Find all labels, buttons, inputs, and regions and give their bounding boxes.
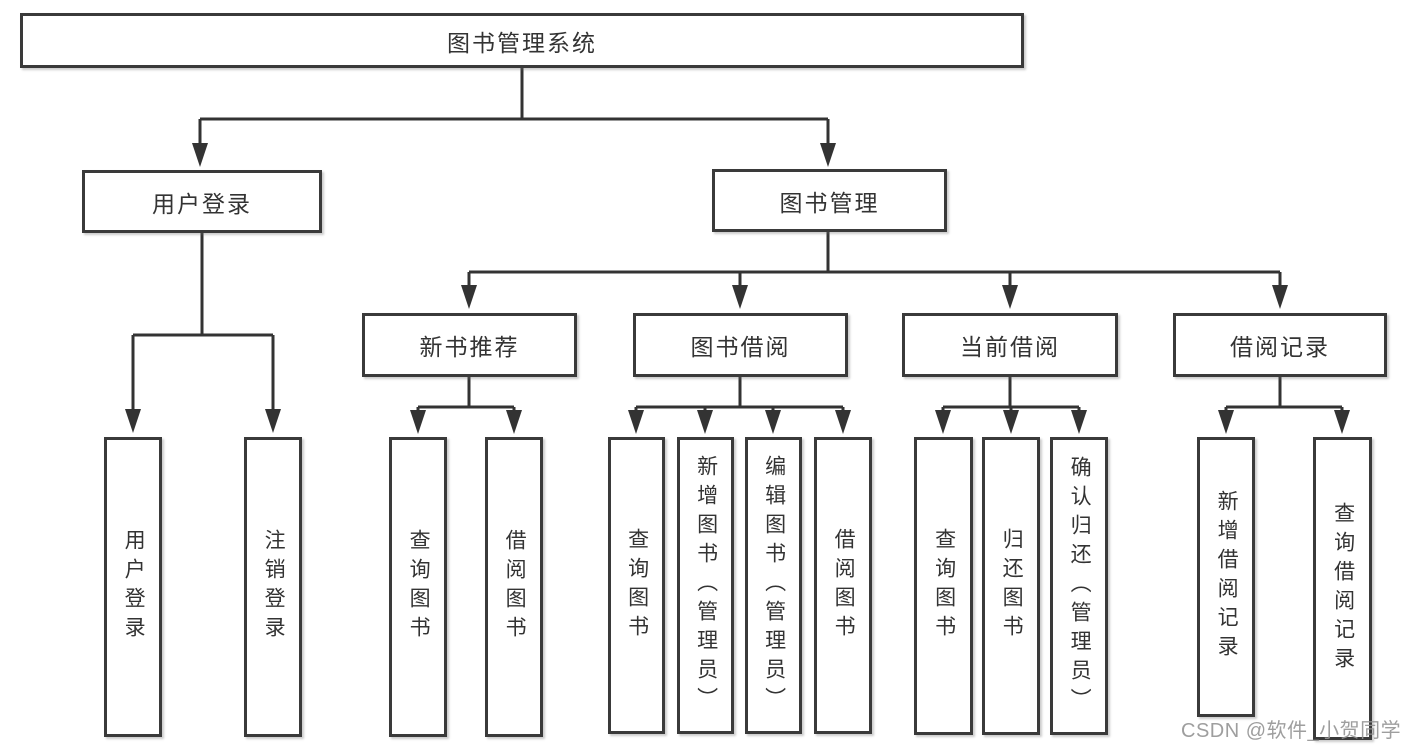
node-label: 查询图书 [625, 527, 649, 644]
arrowheads [125, 143, 1350, 434]
node-label: 用户登录 [122, 529, 146, 645]
node-label: 归还图书 [1000, 528, 1024, 644]
arrow-icon [628, 410, 644, 434]
node-label: 图书管理 [779, 189, 880, 216]
node-label: 编辑图书（管理员） [762, 455, 786, 716]
node-label: 查询借阅记录 [1331, 501, 1355, 676]
node-label: 借阅图书 [832, 527, 856, 644]
node-add-borrow-record: 新增借阅记录 [1197, 437, 1255, 717]
node-label: 当前借阅 [960, 334, 1060, 360]
node-user-login: 用户登录 [82, 170, 322, 233]
arrow-icon [765, 410, 781, 434]
node-query-books-current: 查询图书 [914, 437, 973, 735]
node-label: 图书借阅 [690, 334, 791, 360]
arrow-icon [1002, 285, 1018, 309]
node-current-borrow: 当前借阅 [902, 313, 1118, 377]
csdn-watermark: CSDN @软件_小贺同学 [1181, 720, 1402, 742]
arrow-icon [1272, 285, 1288, 309]
node-label: 新增借阅记录 [1215, 490, 1239, 664]
node-book-management: 图书管理 [712, 169, 947, 232]
arrow-icon [1003, 410, 1019, 434]
node-label: 新书推荐 [419, 334, 520, 360]
arrow-icon [506, 410, 522, 434]
node-confirm-return-admin: 确认归还（管理员） [1050, 437, 1108, 735]
node-label: 查询图书 [407, 529, 431, 645]
node-label: 借阅记录 [1230, 334, 1330, 360]
node-label: 注销登录 [262, 529, 286, 645]
arrow-icon [125, 409, 141, 433]
arrow-icon [1071, 410, 1087, 434]
arrow-icon [697, 410, 713, 434]
node-edit-book-admin: 编辑图书（管理员） [745, 437, 802, 734]
node-query-borrow-record: 查询借阅记录 [1313, 437, 1372, 740]
arrow-icon [935, 410, 951, 434]
node-user-login-action: 用户登录 [104, 437, 162, 737]
arrow-icon [1218, 410, 1234, 434]
arrow-icon [732, 285, 748, 309]
node-borrow-book: 借阅图书 [814, 437, 872, 734]
arrow-icon [835, 410, 851, 434]
node-book-borrow: 图书借阅 [633, 313, 848, 377]
node-borrow-books-recommend: 借阅图书 [485, 437, 543, 737]
node-label: 查询图书 [932, 528, 956, 644]
arrow-icon [192, 143, 208, 167]
node-label: 借阅图书 [503, 529, 527, 645]
node-query-books-recommend: 查询图书 [389, 437, 447, 737]
node-borrow-records: 借阅记录 [1173, 313, 1387, 377]
node-query-books-borrow: 查询图书 [608, 437, 665, 734]
node-add-book-admin: 新增图书（管理员） [677, 437, 734, 734]
node-library-system: 图书管理系统 [20, 13, 1024, 68]
arrow-icon [410, 410, 426, 434]
node-logout-action: 注销登录 [244, 437, 302, 737]
node-label: 图书管理系统 [447, 29, 597, 56]
arrow-icon [461, 285, 477, 309]
node-label: 确认归还（管理员） [1068, 455, 1092, 717]
node-label: 用户登录 [152, 190, 252, 217]
arrow-icon [265, 409, 281, 433]
arrow-icon [820, 143, 836, 167]
node-label: 新增图书（管理员） [694, 455, 718, 716]
node-new-book-recommend: 新书推荐 [362, 313, 577, 377]
arrow-icon [1334, 410, 1350, 434]
node-return-book: 归还图书 [982, 437, 1040, 735]
